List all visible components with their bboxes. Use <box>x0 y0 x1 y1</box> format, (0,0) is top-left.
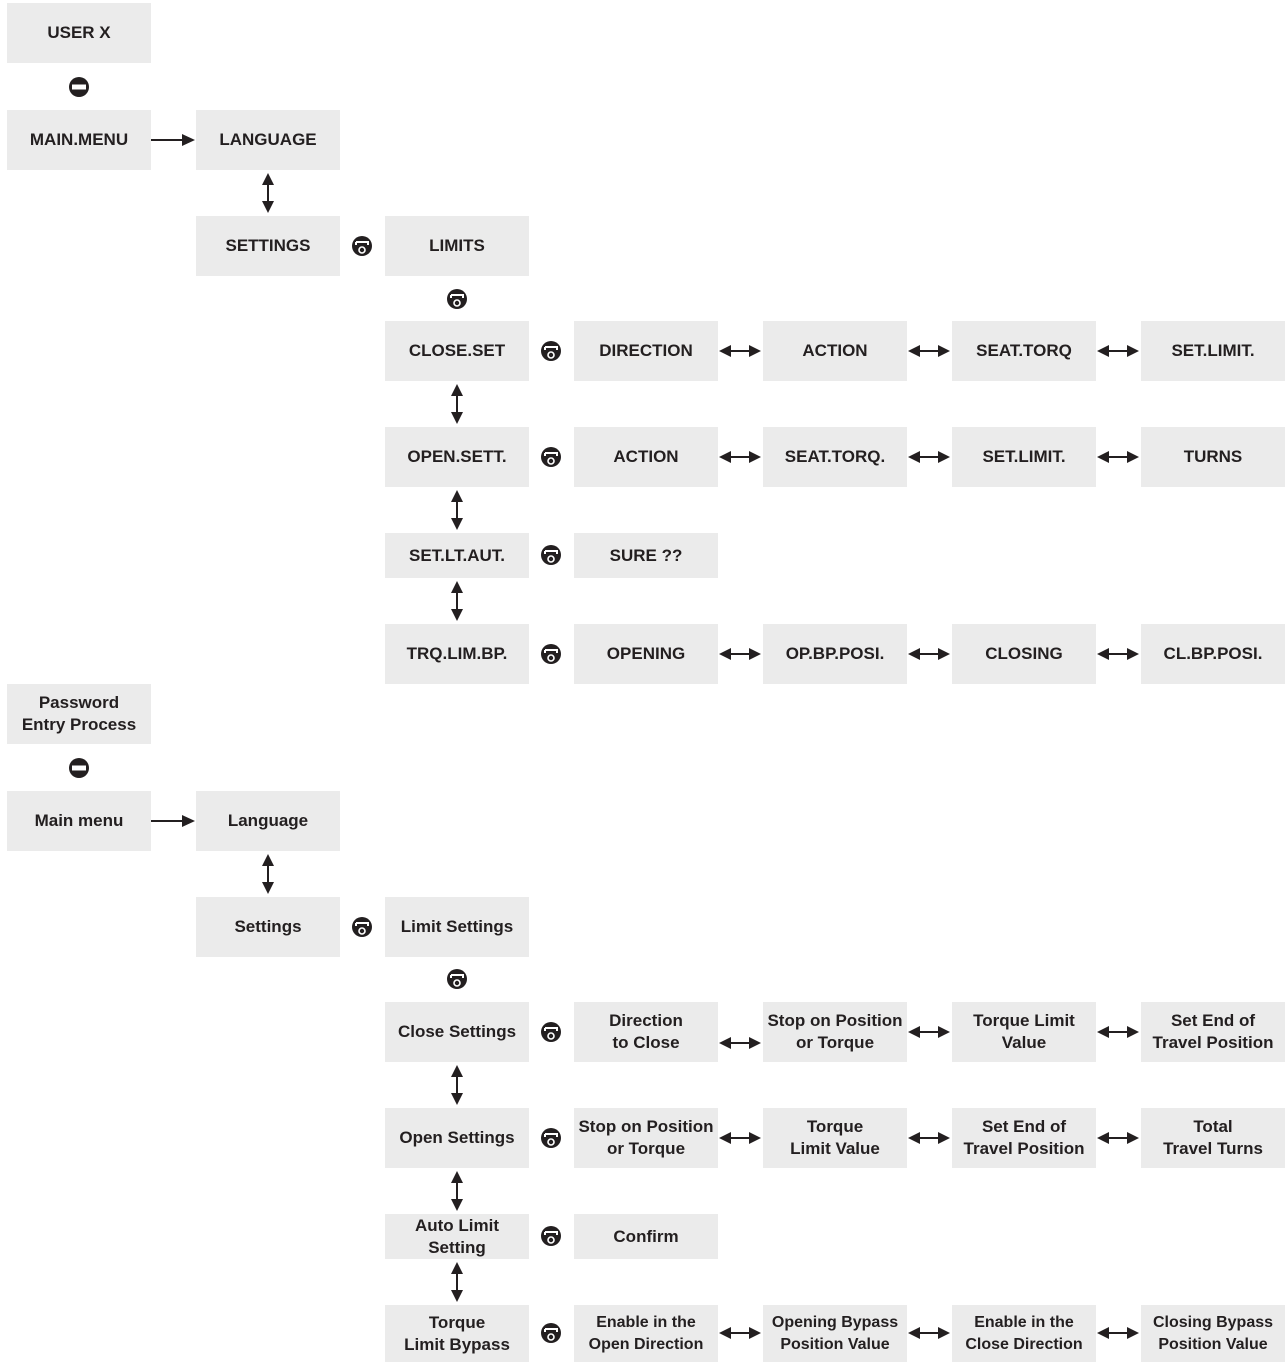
torque-limit-bypass-box: Torque Limit Bypass <box>385 1305 529 1362</box>
closing-bypass-position-box: Closing Bypass Position Value <box>1141 1305 1285 1362</box>
left-right-arrow-icon <box>718 1326 762 1340</box>
open-turns-box: TURNS <box>1141 427 1285 487</box>
close-set-limit-box: SET.LIMIT. <box>1141 321 1285 381</box>
settings-box: SETTINGS <box>196 216 340 276</box>
left-right-arrow-icon <box>718 450 762 464</box>
left-right-arrow-icon <box>907 647 951 661</box>
confirm-box: Confirm <box>574 1214 718 1259</box>
close-stop-on-position-box: Stop on Position or Torque <box>763 1002 907 1062</box>
close-set-box: CLOSE.SET <box>385 321 529 381</box>
opening-bypass-position-box: Opening Bypass Position Value <box>763 1305 907 1362</box>
left-right-arrow-icon <box>1096 450 1140 464</box>
left-right-arrow-icon <box>907 450 951 464</box>
enable-open-direction-box: Enable in the Open Direction <box>574 1305 718 1362</box>
close-action-box: ACTION <box>763 321 907 381</box>
open-action-box: ACTION <box>574 427 718 487</box>
open-stop-on-position-box: Stop on Position or Torque <box>574 1108 718 1168</box>
left-right-arrow-icon <box>907 344 951 358</box>
sure-box: SURE ?? <box>574 533 718 578</box>
left-right-arrow-icon <box>907 1131 951 1145</box>
auto-limit-setting-box: Auto Limit Setting <box>385 1214 529 1259</box>
enter-button-icon <box>540 1322 562 1344</box>
main-menu-box: MAIN.MENU <box>7 110 151 170</box>
left-right-arrow-icon <box>718 1036 762 1050</box>
right-arrow-icon <box>150 133 196 147</box>
open-settings-box: Open Settings <box>385 1108 529 1168</box>
left-right-arrow-icon <box>907 1326 951 1340</box>
left-right-arrow-icon <box>1096 1025 1140 1039</box>
up-down-arrow-icon <box>450 489 464 531</box>
opening-box: OPENING <box>574 624 718 684</box>
limits-box: LIMITS <box>385 216 529 276</box>
up-down-arrow-icon <box>450 1064 464 1106</box>
close-settings-box: Close Settings <box>385 1002 529 1062</box>
enter-button-icon <box>540 544 562 566</box>
up-down-arrow-icon <box>450 1170 464 1212</box>
open-seat-torq-box: SEAT.TORQ. <box>763 427 907 487</box>
enter-button-icon <box>446 288 468 310</box>
limit-settings-box: Limit Settings <box>385 897 529 957</box>
up-down-arrow-icon <box>450 580 464 622</box>
close-torque-limit-value-box: Torque Limit Value <box>952 1002 1096 1062</box>
enable-close-direction-box: Enable in the Close Direction <box>952 1305 1096 1362</box>
open-set-limit-box: SET.LIMIT. <box>952 427 1096 487</box>
settings-box-readable: Settings <box>196 897 340 957</box>
open-sett-box: OPEN.SETT. <box>385 427 529 487</box>
password-entry-box: Password Entry Process <box>7 684 151 744</box>
enter-button-icon <box>446 968 468 990</box>
language-box: LANGUAGE <box>196 110 340 170</box>
up-down-arrow-icon <box>450 383 464 425</box>
left-right-arrow-icon <box>1096 344 1140 358</box>
main-menu-box-readable: Main menu <box>7 791 151 851</box>
open-set-end-of-travel-box: Set End of Travel Position <box>952 1108 1096 1168</box>
minus-button-icon <box>69 77 89 97</box>
set-lt-aut-box: SET.LT.AUT. <box>385 533 529 578</box>
left-right-arrow-icon <box>1096 1326 1140 1340</box>
up-down-arrow-icon <box>450 1261 464 1303</box>
close-direction-box: DIRECTION <box>574 321 718 381</box>
enter-button-icon <box>351 235 373 257</box>
op-bp-posi-box: OP.BP.POSI. <box>763 624 907 684</box>
close-set-end-of-travel-box: Set End of Travel Position <box>1141 1002 1285 1062</box>
direction-to-close-box: Direction to Close <box>574 1002 718 1062</box>
up-down-arrow-icon <box>261 172 275 214</box>
left-right-arrow-icon <box>1096 647 1140 661</box>
close-seat-torq-box: SEAT.TORQ <box>952 321 1096 381</box>
enter-button-icon <box>540 446 562 468</box>
total-travel-turns-box: Total Travel Turns <box>1141 1108 1285 1168</box>
language-box-readable: Language <box>196 791 340 851</box>
enter-button-icon <box>351 916 373 938</box>
left-right-arrow-icon <box>718 647 762 661</box>
up-down-arrow-icon <box>261 853 275 895</box>
enter-button-icon <box>540 1127 562 1149</box>
left-right-arrow-icon <box>718 1131 762 1145</box>
open-torque-limit-value-box: Torque Limit Value <box>763 1108 907 1168</box>
left-right-arrow-icon <box>907 1025 951 1039</box>
enter-button-icon <box>540 643 562 665</box>
cl-bp-posi-box: CL.BP.POSI. <box>1141 624 1285 684</box>
closing-box: CLOSING <box>952 624 1096 684</box>
trq-lim-bp-box: TRQ.LIM.BP. <box>385 624 529 684</box>
right-arrow-icon <box>150 814 196 828</box>
left-right-arrow-icon <box>1096 1131 1140 1145</box>
left-right-arrow-icon <box>718 344 762 358</box>
user-x-box: USER X <box>7 3 151 63</box>
enter-button-icon <box>540 1021 562 1043</box>
enter-button-icon <box>540 1225 562 1247</box>
minus-button-icon <box>69 758 89 778</box>
enter-button-icon <box>540 340 562 362</box>
